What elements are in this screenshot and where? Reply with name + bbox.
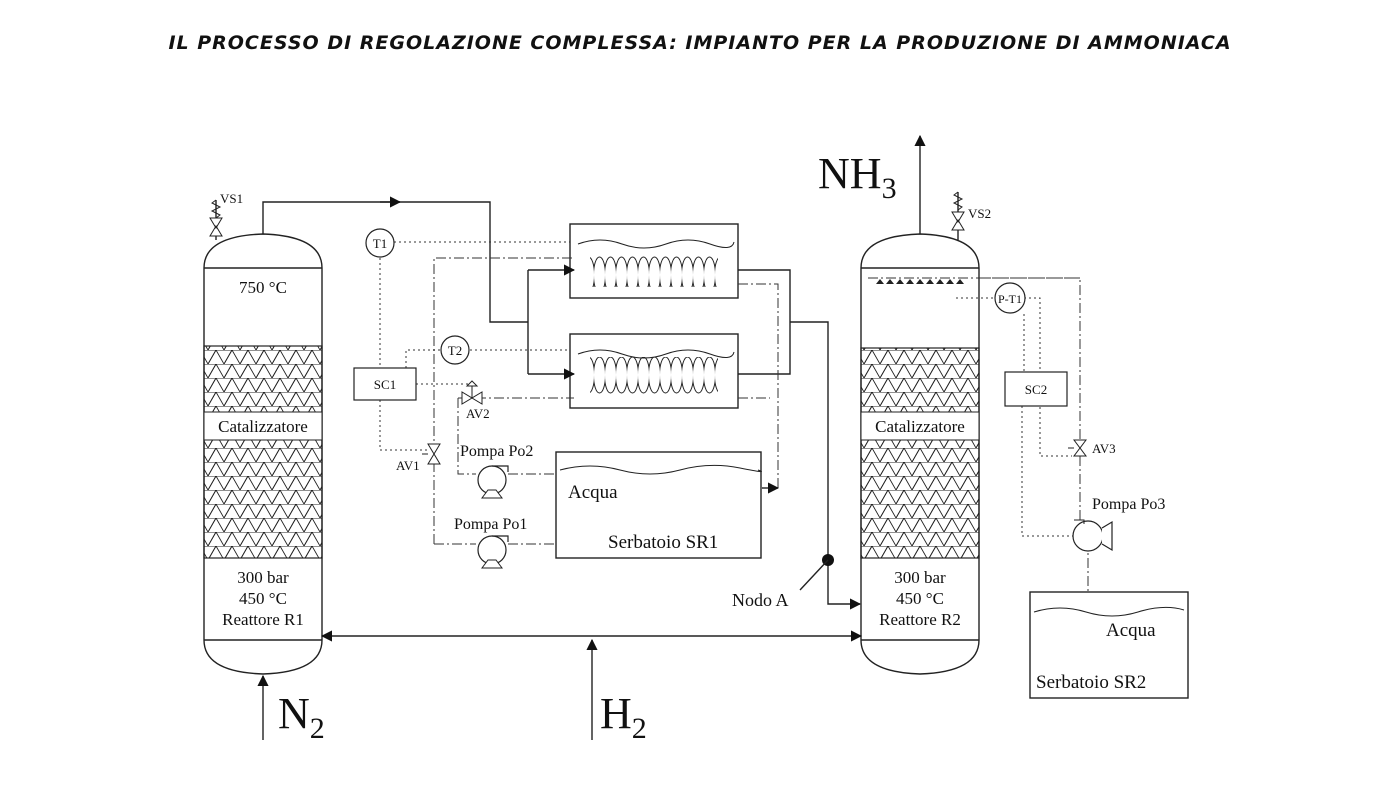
n2-label: N2 — [278, 689, 325, 745]
av1-valve: AV1 — [396, 443, 441, 473]
r2-spray-nozzles — [876, 279, 964, 284]
sr1-name: Serbatoio SR1 — [608, 532, 718, 553]
sr2-name: Serbatoio SR2 — [1036, 672, 1146, 693]
sc2-controller: SC2 — [1004, 371, 1068, 407]
av3-valve: AV3 — [1068, 439, 1116, 457]
r2-catalyst-label: Catalizzatore — [875, 417, 965, 436]
h2-label: H2 — [600, 689, 647, 745]
vs1-safety-valve: VS1 — [209, 191, 243, 240]
sc1-controller: SC1 — [353, 367, 417, 401]
vs1-label: VS1 — [220, 191, 243, 206]
pump-po1: Pompa Po1 — [454, 516, 527, 569]
av3-label: AV3 — [1092, 441, 1116, 456]
r2-name: Reattore R2 — [879, 610, 961, 629]
pt1-sensor: P-T1 — [994, 282, 1026, 314]
po2-label: Pompa Po2 — [460, 443, 533, 460]
nh3-subscript: 3 — [882, 172, 897, 205]
pt1-label: P-T1 — [998, 292, 1022, 306]
av1-label: AV1 — [396, 458, 420, 473]
t1-sensor: T1 — [365, 228, 395, 258]
sr2-water-label: Acqua — [1106, 620, 1156, 641]
heat-exchanger-1 — [569, 223, 739, 299]
reactor-r1: Catalizzatore 750 °C 300 bar 450 °C Reat… — [203, 233, 323, 675]
t1-label: T1 — [373, 236, 387, 251]
av2-valve: AV2 — [461, 380, 490, 421]
t2-label: T2 — [448, 343, 462, 358]
t2-sensor: T2 — [440, 335, 470, 365]
sr1-water-label: Acqua — [568, 482, 618, 503]
pump-po2: Pompa Po2 — [460, 443, 533, 499]
heat-exchanger-2 — [569, 333, 739, 409]
r1-catalyst-label: Catalizzatore — [218, 417, 308, 436]
nh3-label: NH3 — [818, 149, 897, 205]
nh3-base: NH — [818, 149, 882, 198]
r1-bottom-temperature: 450 °C — [239, 589, 287, 608]
vs2-label: VS2 — [968, 206, 991, 221]
pump-po3: Pompa Po3 — [1072, 496, 1165, 552]
r1-name: Reattore R1 — [222, 610, 304, 629]
r2-bottom-temperature: 450 °C — [896, 589, 944, 608]
tank-sr2: Acqua Serbatoio SR2 — [1029, 591, 1189, 699]
node-a-label: Nodo A — [732, 590, 789, 610]
r1-top-temperature: 750 °C — [239, 278, 287, 297]
r1-catalyst-bed — [203, 345, 323, 559]
po1-label: Pompa Po1 — [454, 516, 527, 533]
po3-label: Pompa Po3 — [1092, 496, 1165, 513]
r2-catalyst-bed — [860, 347, 980, 559]
vs2-safety-valve: VS2 — [951, 191, 991, 240]
h2-subscript: 2 — [632, 712, 647, 745]
sc1-label: SC1 — [374, 377, 396, 392]
av2-label: AV2 — [466, 406, 490, 421]
tank-sr1: Acqua Serbatoio SR1 — [555, 451, 762, 559]
n2-base: N — [278, 689, 310, 738]
r1-pressure: 300 bar — [237, 568, 289, 587]
r2-pressure: 300 bar — [894, 568, 946, 587]
reactor-r2: Catalizzatore 300 bar 450 °C Reattore R2 — [860, 233, 1080, 675]
h2-base: H — [600, 689, 632, 738]
sc2-label: SC2 — [1025, 382, 1047, 397]
feed-lines — [257, 630, 863, 740]
page-title: IL PROCESSO DI REGOLAZIONE COMPLESSA: IM… — [168, 32, 1232, 54]
n2-subscript: 2 — [310, 712, 325, 745]
gas-piping — [262, 196, 862, 610]
